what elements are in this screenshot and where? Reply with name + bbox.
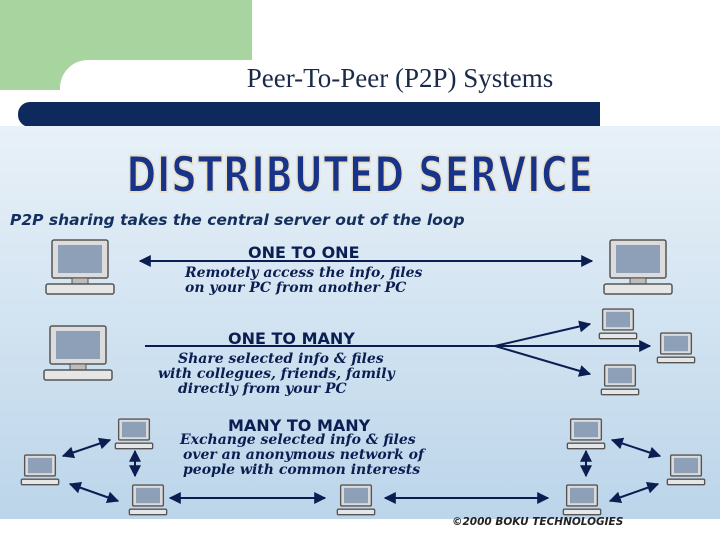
section-text-one-to-many-line1: Share selected info & files [178,351,384,367]
computer-icon [656,332,696,364]
computer-icon [598,308,638,340]
computer-icon [43,325,113,381]
computer-icon [600,364,640,396]
computer-icon [666,454,706,486]
p2p-diagram: DISTRIBUTED SERVICE P2P sharing takes th… [0,126,720,519]
computer-icon [566,418,606,450]
slide-title: Peer-To-Peer (P2P) Systems [246,63,554,93]
section-heading-one-to-one: ONE TO ONE [248,243,360,262]
computer-icon [562,484,602,516]
section-text-many-to-many-line1: Exchange selected info & files [180,432,416,448]
arrow-m2m-8 [608,481,660,504]
section-text-one-to-one-line2: on your PC from another PC [185,280,407,296]
computer-icon [20,454,60,486]
computer-icon [114,418,154,450]
diagram-tagline: P2P sharing takes the central server out… [10,211,465,229]
arrow-one-to-many-down [494,345,592,377]
section-heading-one-to-many: ONE TO MANY [228,329,355,348]
section-text-many-to-many-line3: people with common interests [183,462,421,478]
diagram-heading: DISTRIBUTED SERVICE [126,145,594,205]
section-text-one-to-one-line1: Remotely access the info, files [185,265,423,281]
section-text-one-to-many-line3: directly from your PC [178,381,347,397]
computer-icon [336,484,376,516]
decorative-navy-bar [18,102,600,127]
computer-icon [45,239,115,295]
section-text-many-to-many-line2: over an anonymous network of [183,447,424,463]
arrow-m2m-1 [61,437,112,459]
arrow-one-to-many-up [494,320,592,347]
computer-icon [128,484,168,516]
arrows [61,255,662,504]
copyright-text: ©2000 BOKU TECHNOLOGIES [452,516,624,528]
arrow-m2m-3 [68,481,120,504]
computer-icon [603,239,673,295]
section-text-one-to-many-line2: with collegues, friends, family [158,366,395,382]
section-heading-many-to-many: MANY TO MANY [228,416,371,435]
arrow-m2m-7 [610,437,662,459]
